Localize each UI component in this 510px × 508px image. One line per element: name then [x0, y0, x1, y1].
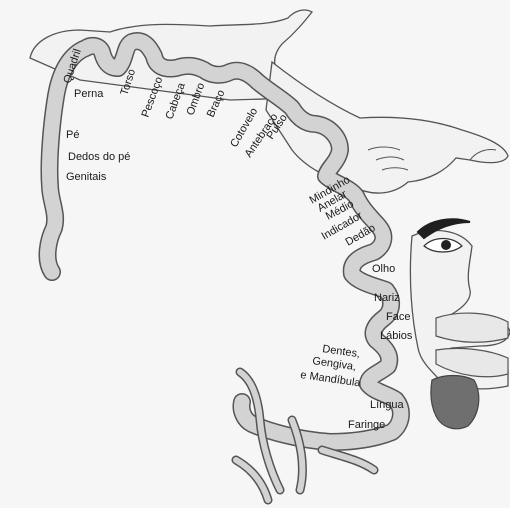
label-face: Face	[386, 311, 410, 323]
label-nariz: Nariz	[374, 292, 400, 304]
label-perna: Perna	[74, 88, 104, 100]
label-lingua: Língua	[370, 399, 405, 411]
tongue-figure	[431, 376, 479, 429]
label-pe: Pé	[66, 129, 79, 141]
pupil	[441, 240, 451, 250]
label-faringe: Faringe	[348, 419, 385, 431]
label-genitais: Genitais	[66, 171, 107, 183]
label-dedos-do-pe: Dedos do pé	[68, 151, 130, 163]
label-labios: Lábios	[380, 330, 413, 342]
label-olho: Olho	[372, 263, 395, 275]
